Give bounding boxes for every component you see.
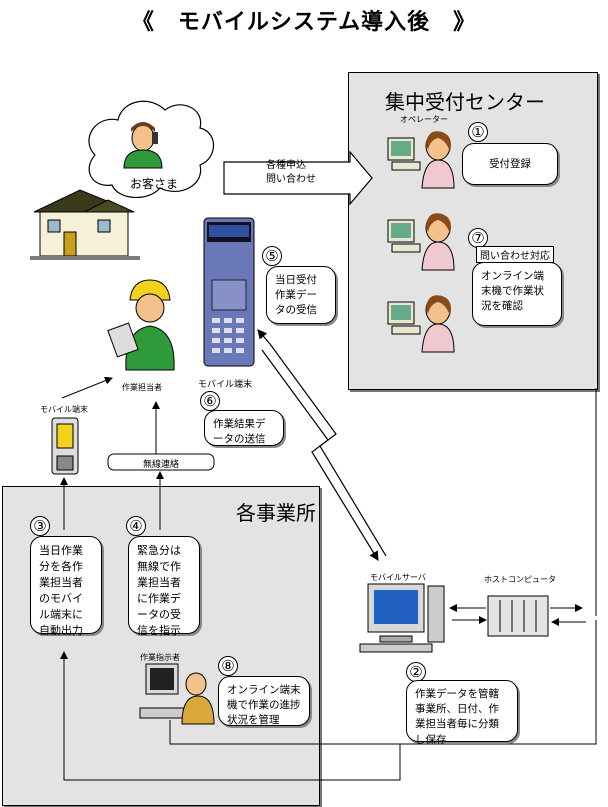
operator-label: オペレーター: [400, 115, 448, 124]
host-computer-icon: [487, 595, 549, 637]
operator-icon: [387, 295, 455, 353]
step5-number: ⑤: [262, 246, 282, 266]
mobile-server-icon: [359, 583, 445, 653]
step1-text: 受付登録: [489, 158, 531, 170]
operator-icon: [387, 131, 455, 189]
step1-reception-note: 受付登録: [462, 143, 558, 185]
customer-label: お客さま: [130, 177, 179, 191]
small-terminal-label: モバイル端末: [40, 405, 88, 414]
step4-text: 緊急分は無線で作業担当者に作業データの受信を指示: [137, 544, 181, 637]
supervisor-person-icon: [139, 663, 215, 725]
mobile-terminal-label: モバイル端末: [198, 380, 253, 390]
request-arrow-label: 各種申込 問い合わせ: [266, 160, 316, 185]
mobile-server-label: モバイルサーバ: [370, 573, 426, 582]
worker-label: 作業担当者: [122, 383, 162, 392]
house-icon: [30, 189, 140, 260]
step2-text: 作業データを管轄事業所、日付、作業担当者毎に分類し保存: [415, 688, 499, 746]
host-computer-label: ホストコンピュータ: [484, 575, 556, 584]
wireless-link: [257, 329, 387, 562]
step7-number: ⑦: [468, 228, 488, 248]
radio-contact-label: 無線連絡: [142, 460, 179, 470]
step5-text: 当日受付作業データの受信: [275, 274, 317, 317]
step8-number: ⑧: [218, 656, 238, 676]
step2-number: ②: [406, 662, 426, 682]
step7-text: オンライン端末機で作業状況を確認: [481, 270, 544, 313]
step3-output-note: 当日作業分を各作業担当者のモバイル端末に自動出力: [30, 536, 102, 637]
step1-number: ①: [468, 122, 488, 142]
step2-storage-note: 作業データを管轄事業所、日付、作業担当者毎に分類し保存: [406, 680, 518, 746]
radio-contact-box: [107, 453, 215, 471]
customer-person-icon: [123, 122, 163, 169]
step8-text: オンライン端末機で作業の進捗状況を管理: [227, 684, 301, 727]
step6-send-note: 作業結果データの送信: [204, 410, 284, 446]
step6-number: ⑥: [200, 391, 220, 411]
step4-number: ④: [126, 516, 146, 536]
supervisor-label: 作業指示者: [140, 653, 180, 662]
step3-number: ③: [30, 516, 50, 536]
operator-icon: [387, 213, 455, 271]
step7-title: 問い合わせ対応: [476, 246, 554, 263]
worker-person-icon: [107, 279, 175, 371]
small-mobile-terminal-icon: [51, 417, 79, 475]
mobile-terminal-icon: [203, 217, 255, 367]
office-title: 各事業所: [236, 501, 316, 525]
step3-text: 当日作業分を各作業担当者のモバイル端末に自動出力: [39, 544, 83, 637]
customer-thought-cloud: [88, 100, 215, 199]
step7-inquiry-note: オンライン端末機で作業状況を確認: [472, 262, 562, 326]
request-arrow: [223, 150, 373, 206]
reception-center-title: 集中受付センター: [385, 90, 545, 114]
step6-text: 作業結果データの送信: [213, 418, 266, 446]
page-title: 《 モバイルシステム導入後 》: [131, 10, 477, 35]
step8-progress-note: オンライン端末機で作業の進捗状況を管理: [218, 676, 310, 726]
step4-radio-note: 緊急分は無線で作業担当者に作業データの受信を指示: [128, 536, 200, 637]
step5-receive-note: 当日受付作業データの受信: [266, 266, 336, 324]
